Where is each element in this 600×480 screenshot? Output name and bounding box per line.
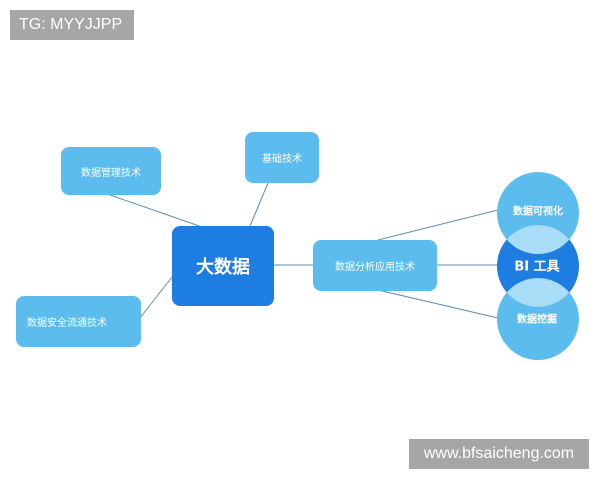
venn-overlap-top	[497, 225, 579, 254]
venn-label-bi-tools: BI 工具	[514, 259, 560, 275]
node-analytics: 数据分析应用技术	[313, 240, 437, 291]
node-center-big-data: 大数据	[172, 226, 274, 306]
node-data-management: 数据管理技术	[61, 147, 161, 195]
edge-analytics-mining	[377, 289, 499, 319]
watermark-bottom-right: www.bfsaicheng.com	[409, 439, 589, 469]
edge-center-security	[139, 276, 173, 319]
venn-overlap-bottom	[497, 278, 579, 307]
venn-label-visualization: 数据可视化	[513, 206, 563, 218]
node-security: 数据安全流通技术	[16, 296, 141, 347]
watermark-top-left: TG: MYYJJPP	[10, 10, 134, 40]
venn-label-mining: 数据挖掘	[517, 314, 557, 326]
edge-center-data-management	[109, 194, 206, 229]
edge-analytics-visualization	[377, 209, 499, 241]
node-foundation: 基础技术	[245, 132, 319, 183]
edge-center-foundation	[249, 182, 269, 227]
bi-venn-diagram	[497, 172, 579, 360]
